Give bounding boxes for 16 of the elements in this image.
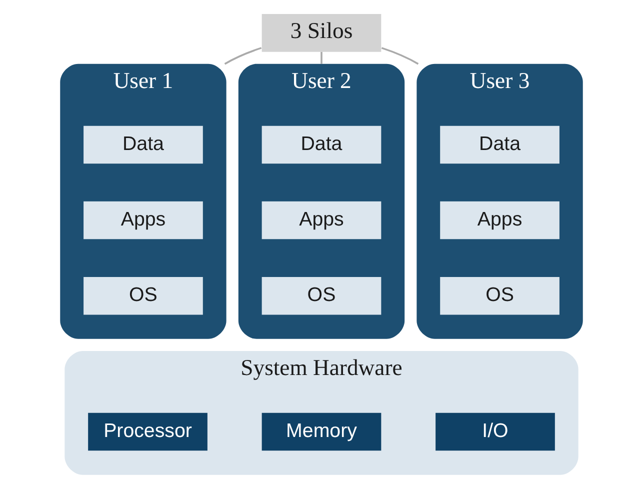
node-box: OS	[84, 276, 203, 315]
node-box: OS	[262, 276, 382, 315]
connector	[381, 47, 419, 65]
node-box: I/O	[436, 412, 555, 451]
node-box: OS	[440, 276, 560, 315]
node-box: Processor	[88, 412, 208, 451]
connector	[320, 52, 322, 64]
node-box: 3 Silos	[262, 14, 382, 52]
node-box: Apps	[84, 201, 203, 240]
node-box: Data	[440, 126, 560, 164]
node-box: Data	[84, 126, 203, 164]
node-box: Memory	[262, 412, 382, 451]
connector	[224, 47, 262, 65]
node-box: Apps	[262, 201, 382, 240]
node-box: Data	[262, 126, 382, 164]
node-box: Apps	[440, 201, 560, 240]
